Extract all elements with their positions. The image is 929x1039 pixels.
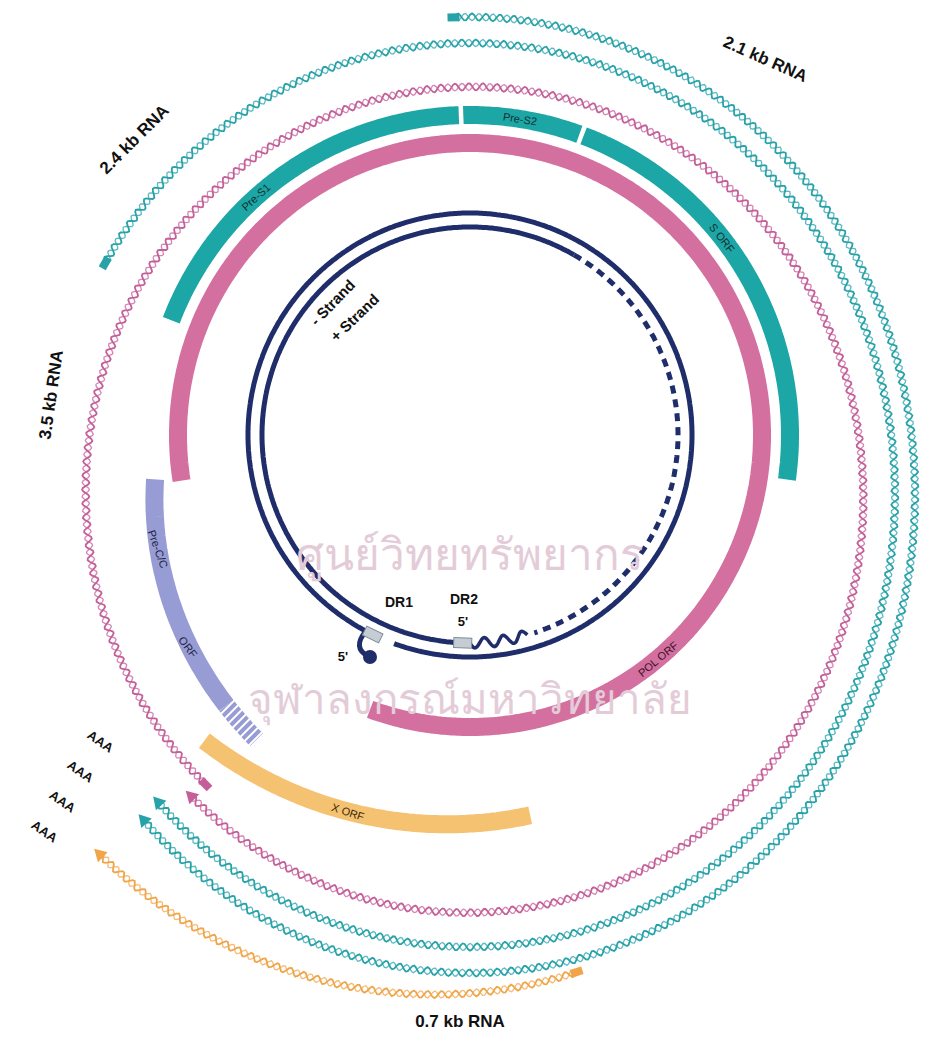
watermark-text: ศูนย์วิทยทรัพยากร [296, 531, 644, 579]
orf-label: Pre-S2 [502, 110, 538, 127]
rna-strand [104, 40, 898, 951]
direct-repeat-box [454, 638, 472, 649]
polya-label: AAA [84, 728, 115, 756]
rna-strand [82, 84, 867, 917]
end-label: 5' [338, 650, 348, 664]
polya-arrowhead [139, 814, 152, 828]
rna-strand [142, 13, 918, 976]
terminal-protein [363, 650, 377, 664]
orf-label: Pre-C/C [146, 528, 171, 569]
polya-label: AAA [46, 788, 77, 816]
watermark-text: จุฬาลงกรณ์มหาวิทยาลัย [248, 677, 692, 723]
polya-arrowhead [186, 791, 199, 804]
polya-label: AAA [64, 758, 95, 786]
plus-strand [262, 227, 574, 643]
rna-strand [98, 857, 576, 998]
rna-label: 0.7 kb RNA [415, 1013, 505, 1032]
s-orf-band [584, 136, 790, 480]
rna-strand [145, 14, 918, 977]
orf-label: S ORF [707, 221, 737, 255]
direct-repeat-box [362, 626, 383, 643]
rna-label: 2.1 kb RNA [720, 33, 810, 87]
rna-primer [470, 631, 527, 648]
polya-arrowhead [94, 849, 107, 862]
cap-box [99, 256, 112, 270]
cap-box [447, 13, 459, 21]
repeat-label: DR1 [385, 595, 413, 610]
orf-label: POL ORF [636, 639, 680, 679]
cap-box [570, 966, 584, 977]
repeat-label: DR2 [450, 592, 478, 607]
cap-box [198, 777, 212, 791]
orf-label: X ORF [330, 801, 366, 823]
polya-arrowhead [153, 797, 166, 811]
rna-strand [106, 40, 899, 951]
rna-strand [103, 853, 576, 999]
rna-label: 3.5 kb RNA [37, 349, 68, 440]
orf-label: Pre-S1 [239, 181, 273, 213]
minus-strand [248, 213, 692, 657]
end-label: 5' [458, 615, 468, 629]
rna-strand [82, 83, 867, 916]
orf-label: ORF [176, 634, 200, 660]
pol-orf-band [178, 143, 762, 727]
polya-label: AAA [28, 818, 59, 846]
pre-c-band [154, 479, 226, 705]
rna-label: 2.4 kb RNA [97, 102, 174, 179]
x-orf-band [204, 741, 530, 825]
